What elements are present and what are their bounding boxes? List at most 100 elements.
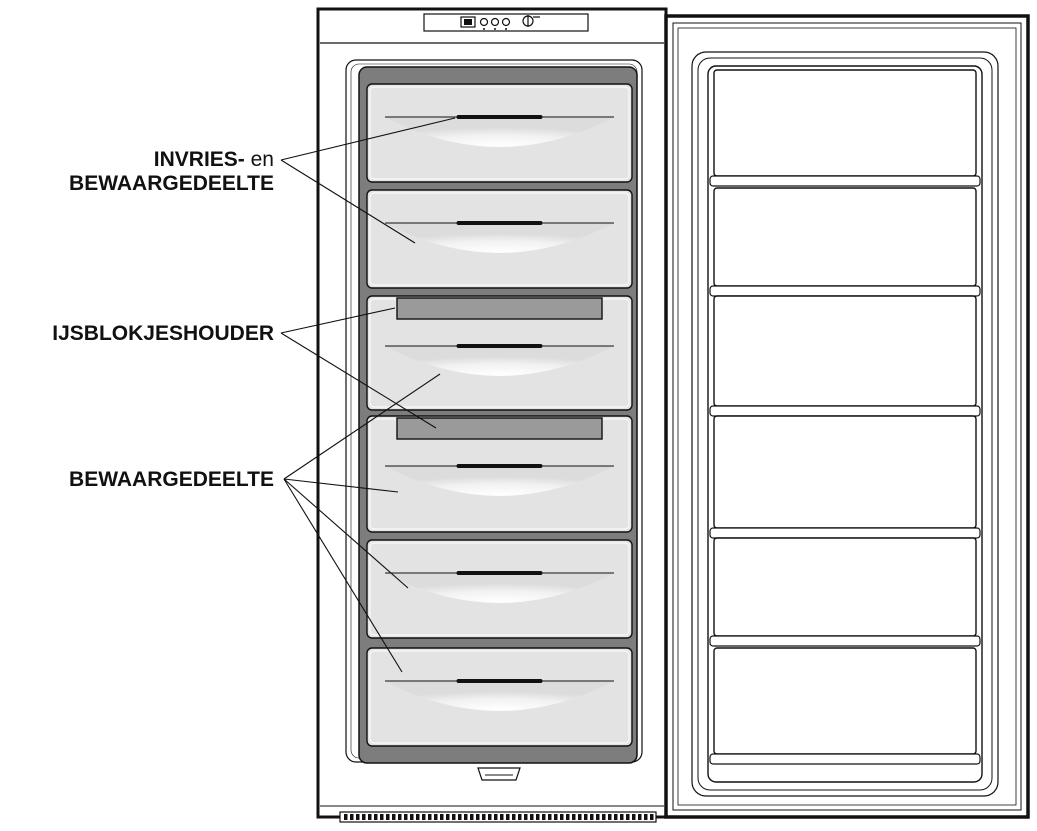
leader-storage-1 (283, 373, 441, 480)
grille-slot (422, 814, 426, 820)
grille-slot (440, 814, 444, 820)
drawer-handle (456, 344, 543, 348)
grille-slot (548, 814, 552, 820)
indicator-light-icon (490, 17, 500, 27)
door-shelf-bin (713, 69, 977, 177)
grille-slot (578, 814, 582, 820)
drawer-highlight (369, 542, 630, 636)
drawer (366, 415, 633, 533)
grille-slot (590, 814, 594, 820)
drawer-handle (456, 221, 543, 225)
leader-storage-3 (283, 478, 409, 589)
grille-slot (596, 814, 600, 820)
door-shelf (709, 295, 981, 417)
grille-slot (392, 814, 396, 820)
door-shelf-lip (709, 753, 981, 765)
grille-slot (554, 814, 558, 820)
grille-slot (542, 814, 546, 820)
grille-slot (620, 814, 624, 820)
grille-slot (500, 814, 504, 820)
label-ice-holder: IJSBLOKJESHOUDER (52, 322, 274, 346)
door-shelf-lip (709, 175, 981, 187)
grille-slot (446, 814, 450, 820)
door-shelf (709, 415, 981, 539)
drawer-highlight (369, 192, 630, 286)
door-shelf-lip (709, 635, 981, 647)
grille-slot (494, 814, 498, 820)
grille-slot (572, 814, 576, 820)
control-panel (423, 13, 589, 32)
grille-slot (560, 814, 564, 820)
grille-slot (524, 814, 528, 820)
grille-slot (482, 814, 486, 820)
door-shelf (709, 69, 981, 187)
leader-storage-4 (283, 478, 403, 673)
grille-slot (416, 814, 420, 820)
door-shelf-bin (713, 187, 977, 287)
open-door (664, 14, 1030, 819)
leader-storage-2 (283, 478, 399, 493)
grille-slot (512, 814, 516, 820)
label-freeze-line2: BEWAARGEDEELTE (69, 172, 274, 195)
drawer-handle (456, 115, 543, 119)
door-shelf (709, 537, 981, 647)
door-shelf (709, 647, 981, 765)
grille-slot (404, 814, 408, 820)
label-storage: BEWAARGEDEELTE (69, 468, 274, 492)
door-shelf-lip (709, 527, 981, 539)
drawer (366, 295, 633, 411)
grille-slot (434, 814, 438, 820)
grille-slot (458, 814, 462, 820)
grille-slot (368, 814, 372, 820)
drawer-scoop (385, 346, 614, 376)
grille-slot (476, 814, 480, 820)
drawer-scoop (385, 681, 614, 711)
grille-slot (470, 814, 474, 820)
grille-slot (638, 814, 642, 820)
grille-slot (362, 814, 366, 820)
drawer (366, 647, 633, 747)
grille-slot (488, 814, 492, 820)
door-shelf-bin (713, 295, 977, 407)
grille-slot (452, 814, 456, 820)
leader-freeze-1 (280, 117, 456, 161)
label-storage-text: BEWAARGEDEELTE (69, 468, 274, 491)
door-shelf-bin (713, 415, 977, 529)
drawer-scoop (385, 223, 614, 253)
grille-slot (536, 814, 540, 820)
door-shelf (709, 187, 981, 297)
drawer (366, 83, 633, 183)
grille-slot (584, 814, 588, 820)
door-shelf-lip (709, 285, 981, 297)
grille-slot (632, 814, 636, 820)
drawer (366, 189, 633, 289)
ice-cube-tray (396, 297, 603, 320)
leader-freeze-2 (280, 159, 416, 244)
grille-slot (428, 814, 432, 820)
drawer-highlight (369, 86, 630, 180)
drawer-handle (456, 464, 543, 468)
grille-slot (626, 814, 630, 820)
grille-slot (650, 814, 654, 820)
base-grille-slots (344, 814, 654, 820)
label-freeze-section: INVRIES- en BEWAARGEDEELTE (69, 148, 274, 196)
drawer-scoop (385, 573, 614, 603)
grille-slot (410, 814, 414, 820)
leader-lines (280, 117, 456, 673)
grille-slot (614, 814, 618, 820)
door-shelf-bin (713, 537, 977, 637)
grille-slot (566, 814, 570, 820)
grille-slot (350, 814, 354, 820)
bottom-grip (477, 767, 521, 781)
grille-slot (386, 814, 390, 820)
drawer-scoop (385, 117, 614, 147)
grille-slot (530, 814, 534, 820)
drawer-handle (456, 571, 543, 575)
grille-slot (518, 814, 522, 820)
grille-slot (374, 814, 378, 820)
door-shelf-bin (713, 647, 977, 755)
grille-slot (464, 814, 468, 820)
door-shelves (709, 69, 981, 765)
